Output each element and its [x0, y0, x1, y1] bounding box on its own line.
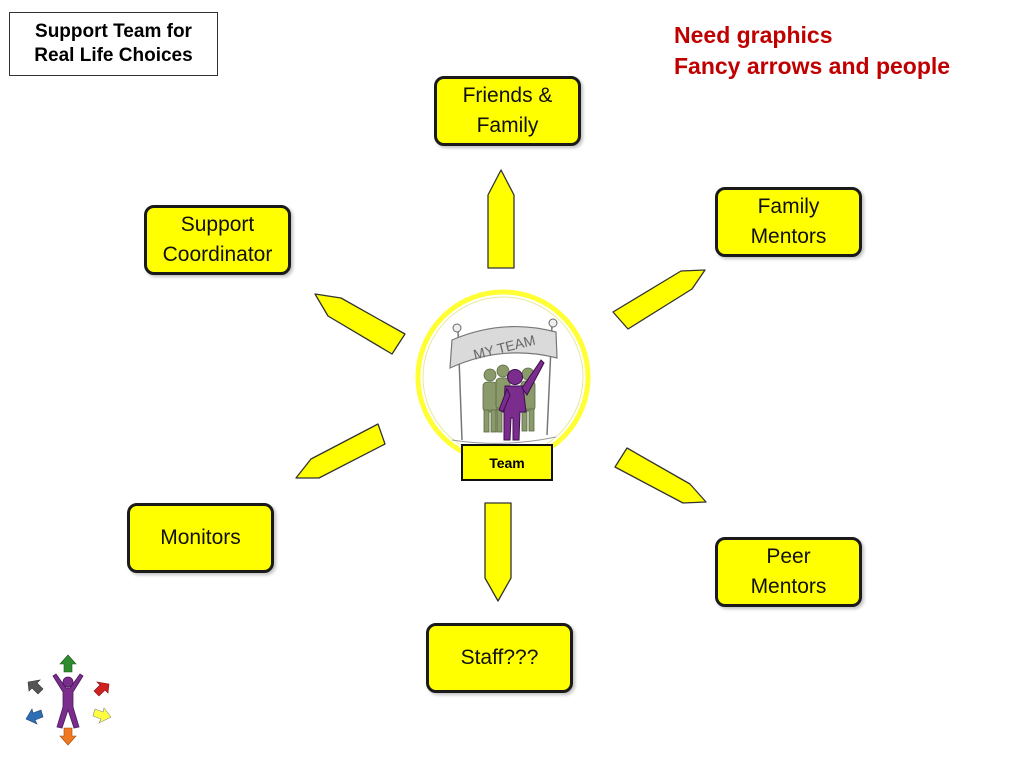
arrow-to-support-coordinator — [314, 293, 406, 355]
graphics-note: Need graphics Fancy arrows and people — [674, 20, 950, 82]
title-box: Support Team for Real Life Choices — [9, 12, 218, 76]
node-monitors: Monitors — [127, 503, 274, 573]
node-peer-mentors: Peer Mentors — [715, 537, 862, 607]
arrow-to-staff — [484, 502, 512, 602]
node-family-mentors: Family Mentors — [715, 187, 862, 257]
note-line-1: Need graphics — [674, 22, 833, 48]
title-line-2: Real Life Choices — [34, 45, 193, 66]
node-friends-family: Friends & Family — [434, 76, 581, 146]
note-line-2: Fancy arrows and people — [674, 53, 951, 79]
arrow-to-family-mentors — [612, 269, 706, 330]
node-staff: Staff??? — [426, 623, 573, 693]
arrow-to-monitors — [295, 423, 386, 479]
title-line-1: Support Team for — [35, 21, 192, 42]
team-illustration: MY TEAM — [415, 289, 591, 465]
node-support-coordinator: Support Coordinator — [144, 205, 291, 275]
team-label: Team — [461, 444, 553, 481]
arrow-to-friends-family — [487, 169, 515, 269]
person-with-arrows-logo-icon — [25, 654, 112, 746]
arrow-to-peer-mentors — [614, 447, 707, 504]
